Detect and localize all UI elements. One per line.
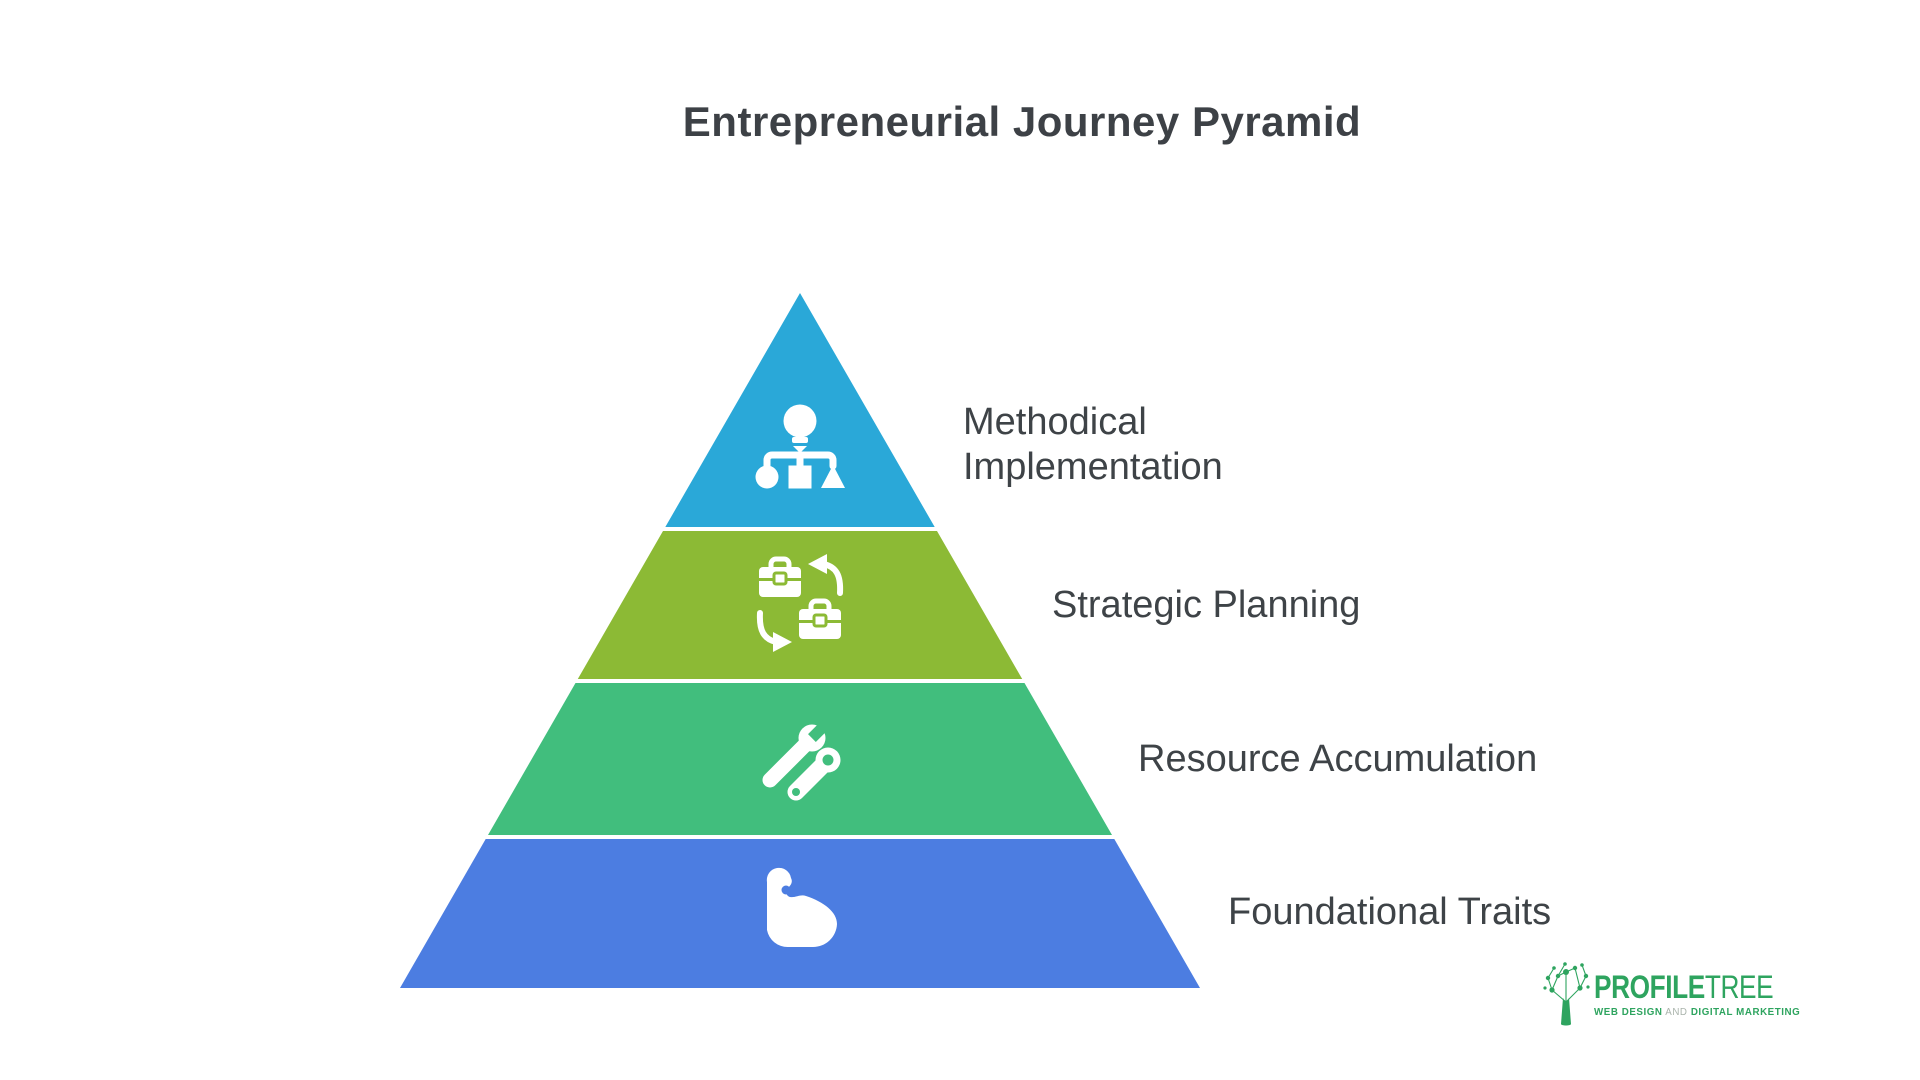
pyramid-level-2 <box>577 531 1023 679</box>
level-label-foundational-traits: Foundational Traits <box>1228 891 1552 933</box>
profiletree-logo: PROFILETREE WEB DESIGN AND DIGITAL MARKE… <box>1542 960 1802 1030</box>
tree-network-icon <box>1543 962 1590 1026</box>
tools-icon <box>762 720 841 801</box>
tagline-digital-marketing: DIGITAL MARKETING <box>1690 1006 1801 1018</box>
tagline-web-design: WEB DESIGN <box>1594 1006 1663 1018</box>
page-title: Entrepreneurial Journey Pyramid <box>682 98 1362 145</box>
brand-name: PROFILETREE <box>1594 969 1774 1005</box>
level-label-methodical-implementation: Methodical Implementation <box>963 401 1223 488</box>
logo-text: PROFILETREE WEB DESIGN AND DIGITAL MARKE… <box>1594 969 1816 1018</box>
briefcase-exchange-icon <box>756 554 844 652</box>
idea-workflow-icon <box>755 404 845 489</box>
logo-tagline: WEB DESIGN AND DIGITAL MARKETING <box>1594 1006 1800 1018</box>
brand-tree: TREE <box>1704 969 1774 1005</box>
brand-profile: PROFILE <box>1594 969 1705 1005</box>
tagline-and: AND <box>1662 1006 1691 1018</box>
muscle-icon <box>766 867 837 948</box>
level-label-resource-accumulation: Resource Accumulation <box>1138 738 1538 780</box>
level-label-strategic-planning: Strategic Planning <box>1052 584 1361 626</box>
